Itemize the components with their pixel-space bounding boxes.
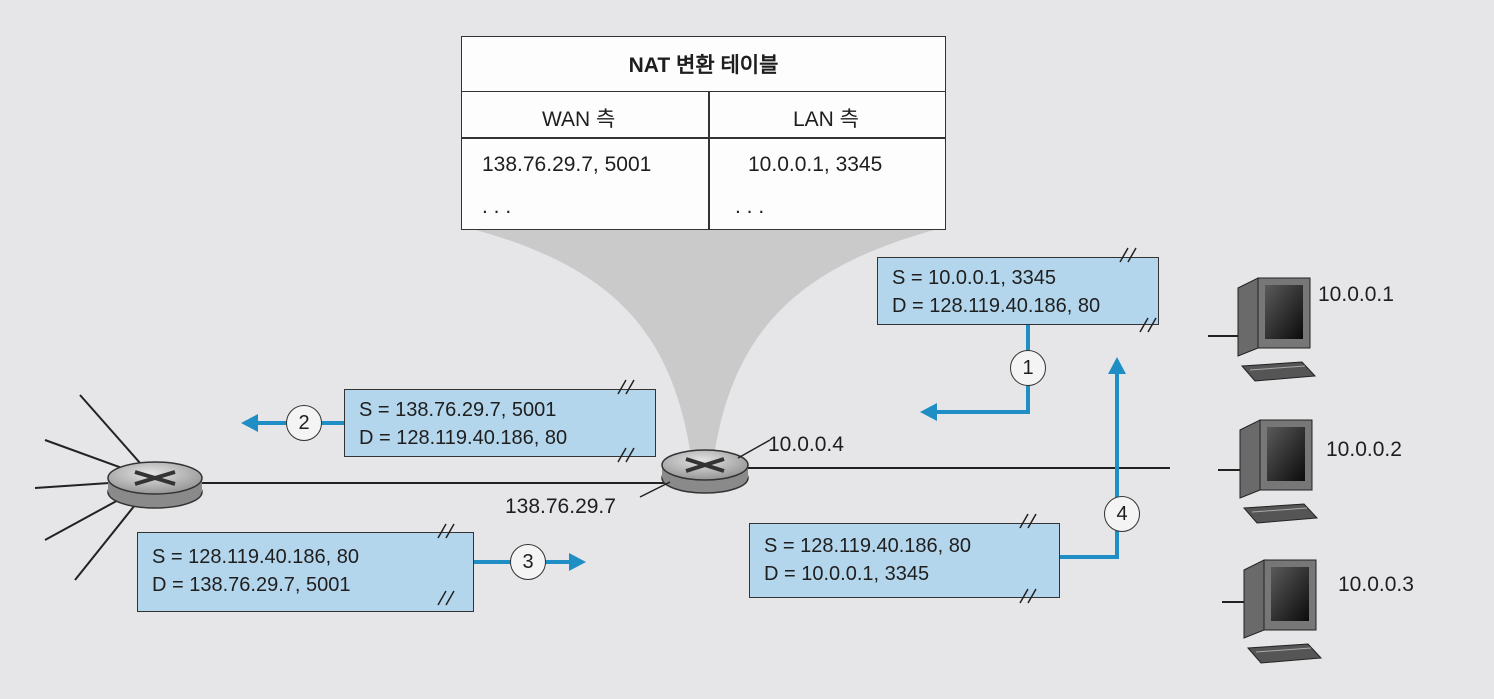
host-ip-label-1: 10.0.0.1 xyxy=(1318,283,1394,306)
table-cell-lan-2: . . . xyxy=(735,195,765,218)
table-cell-wan-1: 138.76.29.7, 5001 xyxy=(482,153,652,176)
arrow-step-4 xyxy=(1060,372,1119,559)
wan-ip-leader xyxy=(639,481,671,498)
lan-ip-leader xyxy=(737,439,771,459)
router-wan-ip: 138.76.29.7 xyxy=(505,495,616,518)
packet-1: S = 10.0.0.1, 3345 D = 128.119.40.186, 8… xyxy=(877,257,1159,325)
host-computer-icon-3 xyxy=(1243,559,1323,664)
packet-3: S = 128.119.40.186, 80 D = 138.76.29.7, … xyxy=(137,532,474,612)
packet-4: S = 128.119.40.186, 80 D = 10.0.0.1, 334… xyxy=(749,523,1060,598)
table-cell-lan-1: 10.0.0.1, 3345 xyxy=(748,153,883,176)
packet-2-destination: D = 128.119.40.186, 80 xyxy=(359,427,568,449)
lan-side-header: LAN 측 xyxy=(793,108,860,131)
packet-3-destination: D = 138.76.29.7, 5001 xyxy=(152,574,351,596)
table-column-divider xyxy=(708,91,710,230)
packet-4-destination: D = 10.0.0.1, 3345 xyxy=(764,563,930,585)
table-cell-wan-2: . . . xyxy=(482,195,512,218)
arrowhead-1 xyxy=(920,403,937,421)
step-2-marker: 2 xyxy=(286,405,322,441)
packet-3-source: S = 128.119.40.186, 80 xyxy=(152,546,360,568)
table-funnel xyxy=(468,228,942,450)
packet-2-source: S = 138.76.29.7, 5001 xyxy=(359,399,557,421)
packet-1-source: S = 10.0.0.1, 3345 xyxy=(892,267,1057,289)
internet-router-icon xyxy=(107,461,203,509)
table-header-divider xyxy=(462,137,945,139)
packet-2: S = 138.76.29.7, 5001 D = 128.119.40.186… xyxy=(344,389,656,457)
nat-table-title: NAT 변환 테이블 xyxy=(462,37,945,92)
packet-1-destination: D = 128.119.40.186, 80 xyxy=(892,295,1101,317)
arrowhead-2 xyxy=(241,414,258,432)
step-3-marker: 3 xyxy=(510,544,546,580)
host-ip-label-3: 10.0.0.3 xyxy=(1338,573,1414,596)
arrowhead-4 xyxy=(1108,357,1126,374)
arrowhead-3 xyxy=(569,553,586,571)
router-lan-ip: 10.0.0.4 xyxy=(768,433,844,456)
nat-translation-table: NAT 변환 테이블 WAN 측 LAN 측 138.76.29.7, 5001… xyxy=(461,36,946,230)
host-ip-label-2: 10.0.0.2 xyxy=(1326,438,1402,461)
host-computer-icon-2 xyxy=(1239,419,1319,524)
step-1-marker: 1 xyxy=(1010,350,1046,386)
packet-4-source: S = 128.119.40.186, 80 xyxy=(764,535,972,557)
step-4-marker: 4 xyxy=(1104,496,1140,532)
nat-router-icon xyxy=(661,449,749,494)
wan-side-header: WAN 측 xyxy=(542,108,616,131)
host-computer-icon-1 xyxy=(1237,277,1317,382)
